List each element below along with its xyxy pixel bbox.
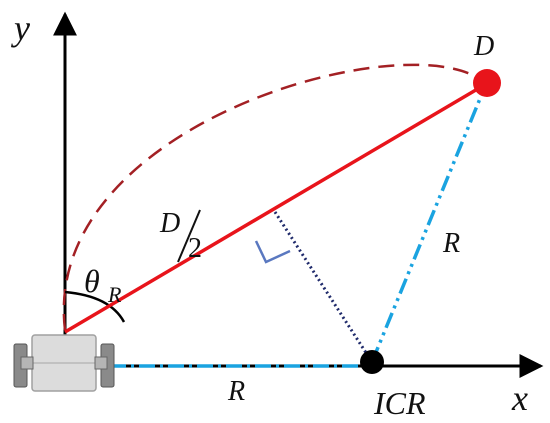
theta-label: θ — [84, 263, 100, 299]
perpendicular-line — [273, 211, 374, 363]
theta-subscript: R — [107, 282, 122, 307]
chord-line — [64, 82, 487, 334]
half-d-slash — [177, 209, 201, 263]
right-angle-mark — [254, 240, 291, 264]
theta-arc — [64, 290, 126, 323]
y-axis-label: y — [11, 8, 30, 48]
trajectory-arc — [62, 63, 487, 331]
half-d-numerator: D — [159, 208, 180, 239]
robot-icon — [13, 334, 115, 392]
radius-label-diagonal: R — [442, 228, 460, 259]
radius-line-diagonal — [370, 83, 488, 363]
half-d-denominator: 2 — [188, 233, 202, 264]
point-d-label: D — [473, 31, 494, 62]
x-axis-label: x — [511, 378, 528, 418]
point-d — [473, 69, 501, 97]
icr-point — [360, 350, 384, 374]
radius-label-horizontal: R — [227, 376, 245, 407]
icr-label: ICR — [373, 385, 426, 421]
